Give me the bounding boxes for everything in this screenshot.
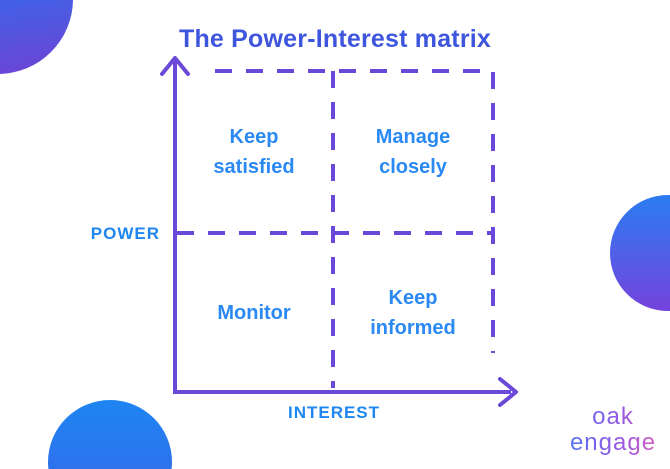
logo-line-engage: engage xyxy=(569,429,657,456)
oak-engage-logo: oak engage xyxy=(558,404,668,456)
quadrant-monitor: Monitor xyxy=(217,301,291,324)
quadrant-manage-closely: Manage closely xyxy=(375,126,451,178)
x-axis-label-interest: INTEREST xyxy=(287,403,381,422)
quadrant-keep-satisfied: Keep satisfied xyxy=(213,126,295,178)
page-title: The Power-Interest matrix xyxy=(178,25,492,53)
y-axis-label-power: POWER xyxy=(90,224,160,243)
dashed-box-border xyxy=(215,69,495,353)
logo-line-oak: oak xyxy=(592,403,634,430)
quadrant-keep-informed: Keep informed xyxy=(370,286,456,339)
y-axis-arrow-icon xyxy=(160,56,190,76)
x-axis-arrow-icon xyxy=(498,377,518,407)
